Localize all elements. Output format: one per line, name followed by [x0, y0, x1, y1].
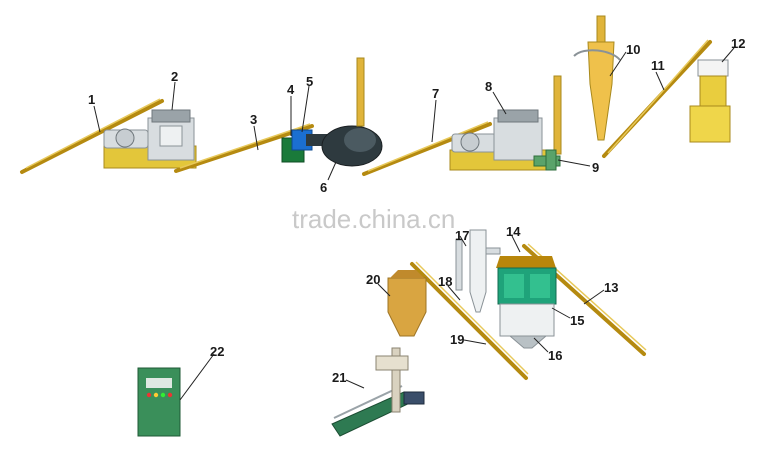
packing-machine-icon	[331, 347, 425, 437]
cooler-cyclone-icon	[455, 229, 501, 313]
label-12: 12	[731, 36, 745, 51]
label-4: 4	[287, 82, 295, 97]
label-22: 22	[210, 344, 224, 359]
bucket-icon	[533, 75, 562, 171]
screw-conveyor-1-icon	[20, 98, 164, 174]
label-6: 6	[320, 180, 327, 195]
control-cabinet-icon	[137, 367, 181, 437]
dryer-burner-icon	[281, 57, 383, 167]
finished-hopper-icon	[387, 270, 427, 337]
watermark: trade.china.cn	[292, 204, 455, 234]
label-7: 7	[432, 86, 439, 101]
label-10: 10	[626, 42, 640, 57]
labels: 1 2 3 4 5 6 7 8 9 10 11 12 13 14 15 16 1…	[88, 36, 745, 385]
label-16: 16	[548, 348, 562, 363]
label-11: 11	[651, 58, 665, 73]
cooler-icon	[496, 256, 557, 349]
leader-lines	[93, 47, 735, 401]
label-15: 15	[570, 313, 584, 328]
label-8: 8	[485, 79, 492, 94]
screw-conveyor-19-icon	[410, 261, 529, 380]
label-21: 21	[332, 370, 346, 385]
label-9: 9	[592, 160, 599, 175]
label-2: 2	[171, 69, 178, 84]
label-19: 19	[450, 332, 464, 347]
label-5: 5	[306, 74, 313, 89]
label-14: 14	[506, 224, 521, 239]
label-20: 20	[366, 272, 380, 287]
label-3: 3	[250, 112, 257, 127]
screw-conveyor-11-icon	[602, 39, 712, 158]
cyclone-icon	[573, 15, 621, 141]
label-1: 1	[88, 92, 95, 107]
label-18: 18	[438, 274, 452, 289]
label-17: 17	[455, 228, 469, 243]
pellet-mill-icon	[449, 109, 549, 171]
screw-conveyor-3-icon	[174, 123, 314, 173]
screw-conveyor-7-icon	[362, 121, 492, 176]
label-13: 13	[604, 280, 618, 295]
hammer-mill-icon	[103, 109, 197, 169]
hopper-icon	[689, 59, 731, 143]
